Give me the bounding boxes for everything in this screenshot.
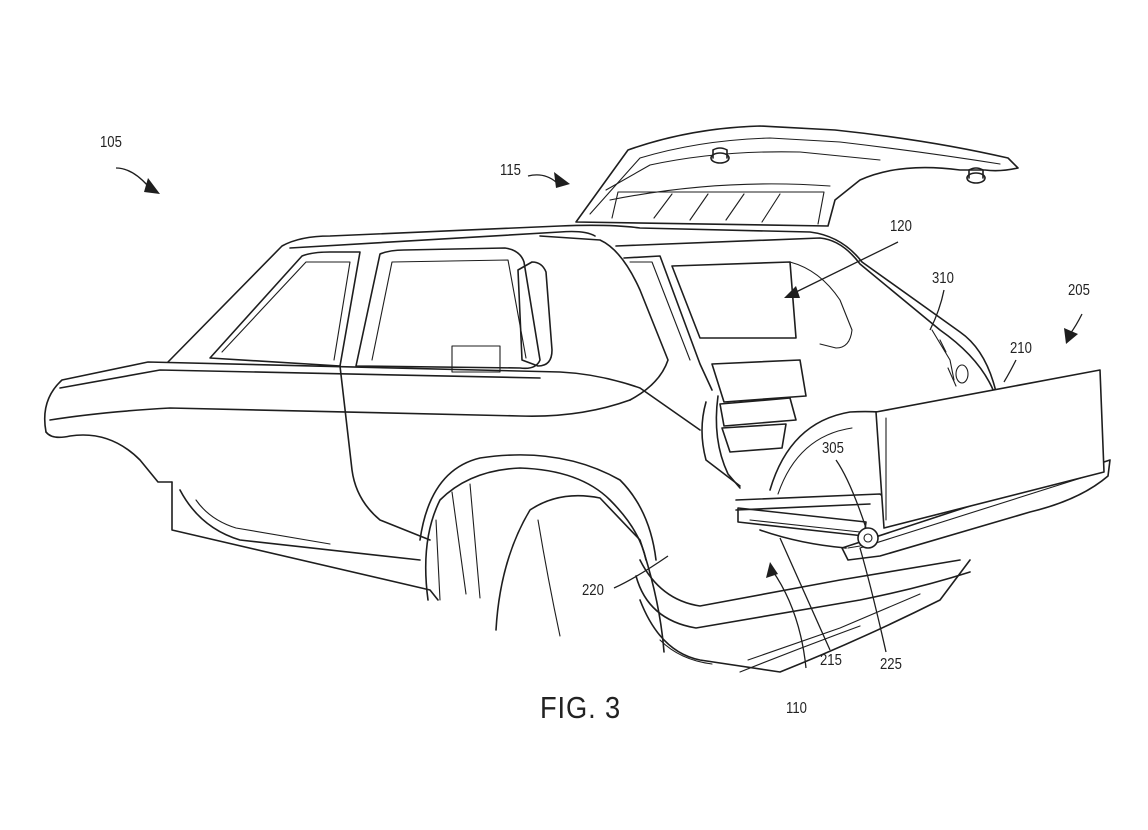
ref-105: 105 bbox=[100, 134, 122, 151]
liftgate bbox=[575, 125, 1019, 227]
ref-210: 210 bbox=[1010, 340, 1032, 357]
ref-115: 115 bbox=[500, 162, 521, 179]
ref-120: 120 bbox=[890, 218, 912, 235]
tailgate-assembly bbox=[737, 369, 1111, 561]
figure-label: FIG. 3 bbox=[540, 690, 622, 725]
ref-225: 225 bbox=[880, 656, 902, 673]
ref-205: 205 bbox=[1068, 282, 1090, 299]
ref-220: 220 bbox=[582, 582, 604, 599]
ref-110: 110 bbox=[786, 700, 807, 717]
cargo-area bbox=[615, 237, 995, 511]
vehicle-body bbox=[43, 224, 997, 673]
ref-215: 215 bbox=[820, 652, 842, 669]
leader-lines bbox=[115, 167, 1083, 669]
ref-305: 305 bbox=[822, 440, 844, 457]
ref-310: 310 bbox=[932, 270, 954, 287]
